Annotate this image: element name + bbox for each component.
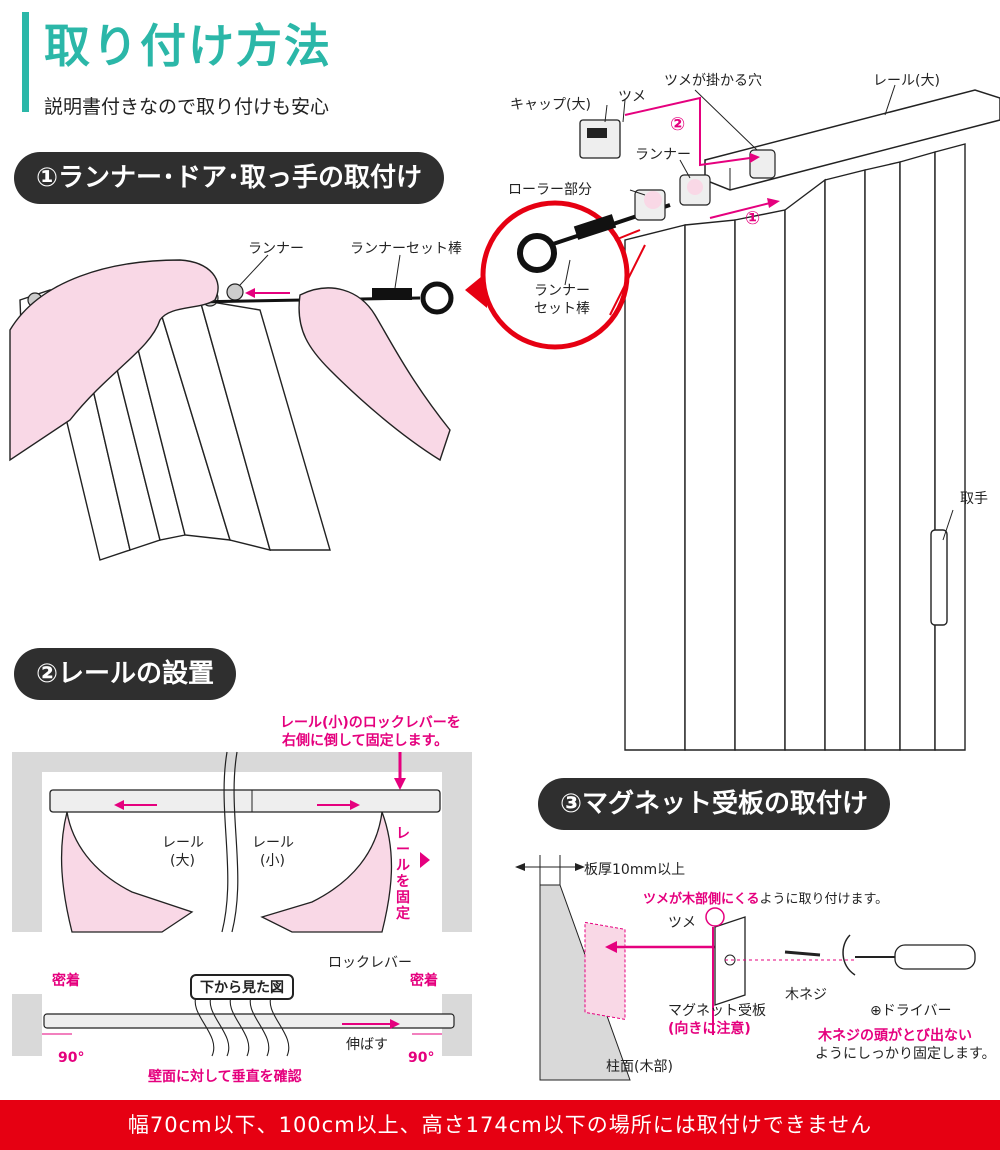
- section1-heading: ①ランナー･ドア･取っ手の取付け: [14, 152, 445, 204]
- label-angle-left: 90°: [58, 1050, 85, 1066]
- label-tab: ツメ: [618, 89, 646, 105]
- label-rail-small-1: レール: [252, 835, 294, 851]
- label-magnet-plate: マグネット受板: [668, 1003, 766, 1019]
- footer-warning: 幅70cm以下、100cm以上、高さ174cm以下の場所には取付けできません: [0, 1100, 1000, 1150]
- label-cap: キャップ(大): [510, 97, 591, 113]
- wood-side-note: ツメが木部側にくるように取り付けます。: [643, 888, 888, 907]
- page-subtitle: 説明書付きなので取り付けも安心: [44, 96, 330, 118]
- runner-install-illustration: [9, 254, 454, 561]
- bottom-view-illustration: [12, 993, 472, 1057]
- label-rail-large-1: レール: [162, 835, 204, 851]
- label-tight-right: 密着: [410, 973, 438, 989]
- step-2-marker: ②: [670, 114, 686, 135]
- zoom-label-rod: セット棒: [534, 301, 590, 317]
- step-1-marker: ①: [745, 208, 761, 229]
- section2-heading: ②レールの設置: [14, 648, 237, 700]
- screw-note-line1: 木ネジの頭がとび出ない: [818, 1028, 972, 1044]
- label-rail-large-2: (大): [170, 853, 195, 869]
- label-extend: 伸ばす: [346, 1037, 388, 1053]
- wood-side-note-rest: ように取り付けます。: [759, 892, 889, 907]
- label-pillar: 柱面(木部): [606, 1059, 673, 1075]
- fix-rail-note: レールを固定: [396, 826, 410, 922]
- label-angle-right: 90°: [408, 1050, 435, 1066]
- label-rail-small-2: (小): [260, 853, 285, 869]
- label-runner-top: ランナー: [635, 147, 691, 163]
- page-title: 取り付け方法: [44, 19, 332, 73]
- magnet-plate-illustration: [515, 855, 976, 1081]
- title-accent-bar: [22, 12, 29, 112]
- label-runner: ランナー: [248, 241, 304, 257]
- label-rail-large: レール(大): [873, 73, 940, 89]
- label-tab-s3: ツメ: [668, 915, 696, 931]
- label-wood-screw: 木ネジ: [785, 987, 827, 1003]
- label-orientation-note: (向きに注意): [668, 1021, 751, 1037]
- bottom-view-badge: 下から見た図: [190, 974, 294, 1000]
- section3-heading: ③マグネット受板の取付け: [538, 778, 891, 830]
- lock-note-line1: レール(小)のロックレバーを: [280, 715, 461, 731]
- label-thickness: 板厚10mm以上: [584, 862, 686, 878]
- rail-install-illustration: [12, 751, 472, 933]
- wood-side-note-emphasis: ツメが木部側にくる: [643, 892, 760, 907]
- label-tight-left: 密着: [52, 973, 80, 989]
- label-roller: ローラー部分: [508, 182, 592, 198]
- rail-door-diagram: [480, 84, 1000, 751]
- perpendicular-note: 壁面に対して垂直を確認: [148, 1069, 302, 1085]
- label-tab-hole: ツメが掛かる穴: [664, 73, 762, 89]
- label-handle: 取手: [960, 491, 988, 507]
- label-runner-rod: ランナーセット棒: [350, 241, 462, 257]
- zoom-label-runner: ランナー: [534, 283, 590, 299]
- label-lock-lever: ロックレバー: [328, 955, 412, 971]
- screw-note-line2: ようにしっかり固定します。: [815, 1046, 996, 1062]
- lock-note-line2: 右側に倒して固定します。: [282, 733, 449, 749]
- label-screwdriver: ⊕ドライバー: [870, 1003, 952, 1019]
